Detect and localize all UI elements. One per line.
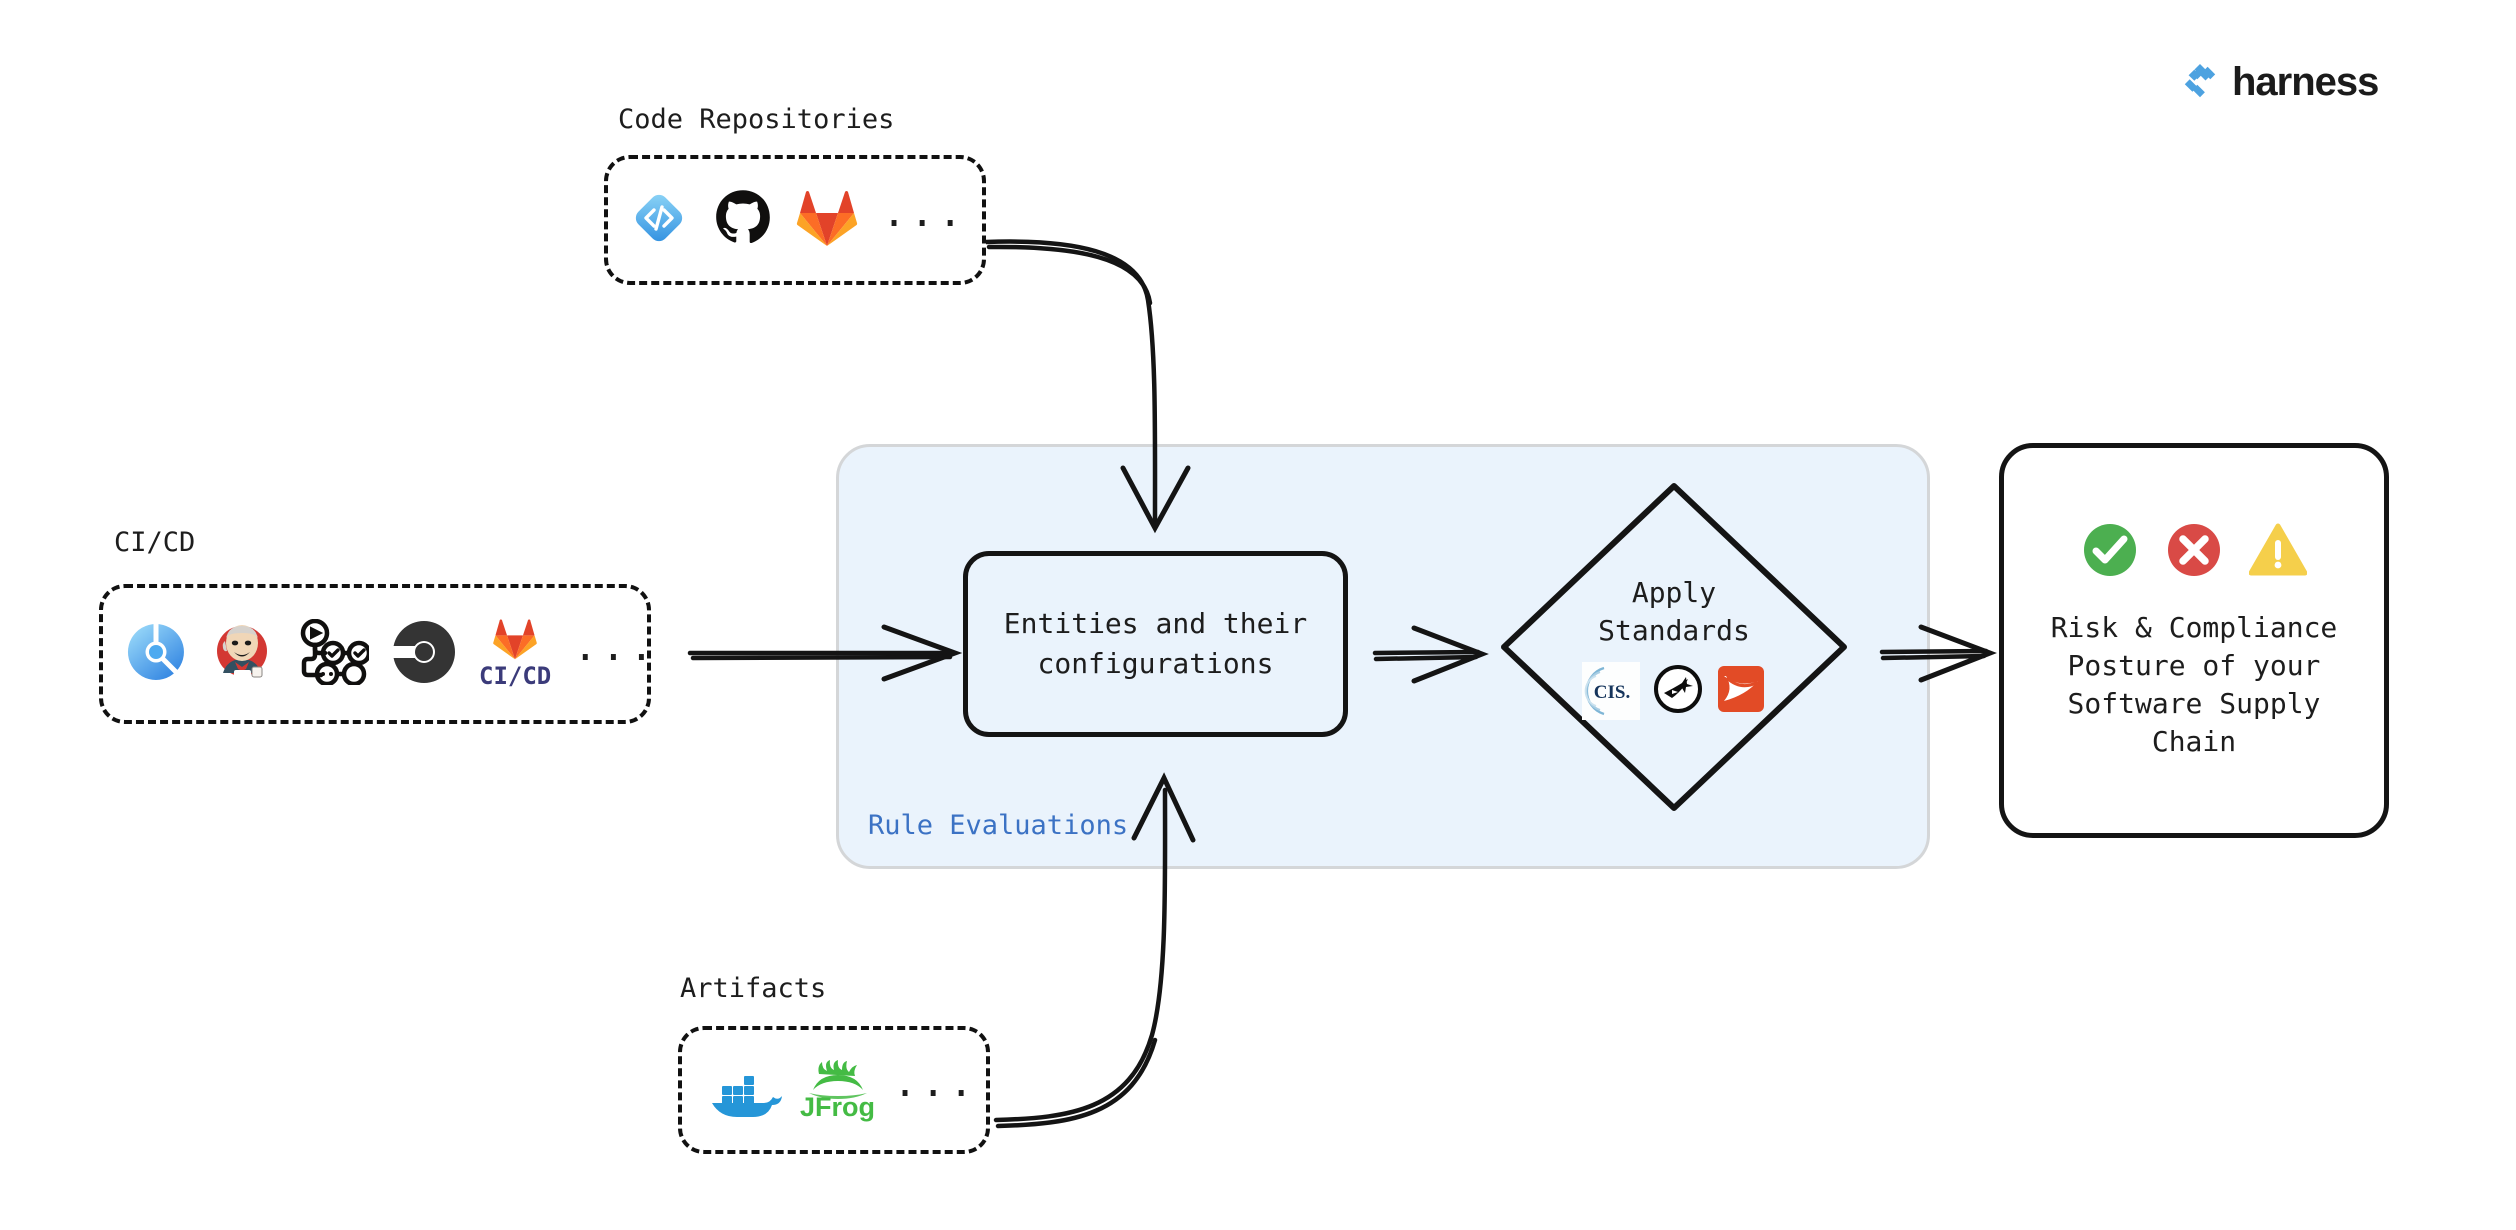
cis-benchmarks-icon: CIS. <box>1582 662 1640 720</box>
cross-circle-icon <box>2165 521 2223 583</box>
result-node: Risk & Compliance Posture of your Softwa… <box>1999 443 2389 838</box>
jfrog-label: JFrog <box>800 1091 876 1122</box>
jfrog-icon: JFrog <box>800 1059 876 1122</box>
github-icon <box>714 189 772 251</box>
apply-standards-label: Apply Standards <box>1598 576 1750 647</box>
brand-name: harness <box>2232 60 2379 104</box>
github-actions-icon <box>297 618 372 689</box>
status-icon-row <box>2081 521 2308 583</box>
jenkins-icon <box>209 617 275 691</box>
docker-icon <box>704 1057 782 1123</box>
harness-diamond-icon <box>2180 62 2220 102</box>
result-node-label: Risk & Compliance Posture of your Softwa… <box>2050 610 2338 758</box>
group-label-code-repositories: Code Repositories <box>618 104 895 135</box>
apply-standards-node: Apply Standards CIS. <box>1496 478 1852 816</box>
entities-node-label: Entities and their configurations <box>1003 607 1308 680</box>
group-label-ci-cd: CI/CD <box>114 527 196 558</box>
cis-text: CIS. <box>1594 682 1630 703</box>
gitlab-cicd-icon: CI/CD <box>479 618 551 690</box>
rule-evaluations-label: Rule Evaluations <box>868 810 1129 841</box>
harness-ci-icon <box>125 621 187 687</box>
gitlab-cicd-label: CI/CD <box>479 662 552 690</box>
entities-node: Entities and their configurations <box>963 551 1348 737</box>
openssf-icon <box>1716 664 1766 718</box>
harness-logo: harness <box>2180 60 2379 104</box>
standards-icon-row: CIS. <box>1582 662 1766 720</box>
check-circle-icon <box>2081 521 2139 583</box>
code-repositories-overflow: ... <box>882 190 967 236</box>
circleci-icon <box>391 619 457 689</box>
artifacts-overflow: ... <box>893 1060 978 1106</box>
source-box-code-repositories: ... <box>604 155 986 285</box>
warning-triangle-icon <box>2248 521 2308 583</box>
gitlab-icon <box>796 189 858 251</box>
ci-cd-overflow: ... <box>573 624 658 670</box>
group-label-artifacts: Artifacts <box>680 973 827 1004</box>
source-box-ci-cd: CI/CD ... <box>99 584 653 724</box>
source-box-artifacts: JFrog ... <box>678 1026 990 1154</box>
harness-code-icon <box>628 187 690 253</box>
slsa-icon <box>1652 663 1704 719</box>
